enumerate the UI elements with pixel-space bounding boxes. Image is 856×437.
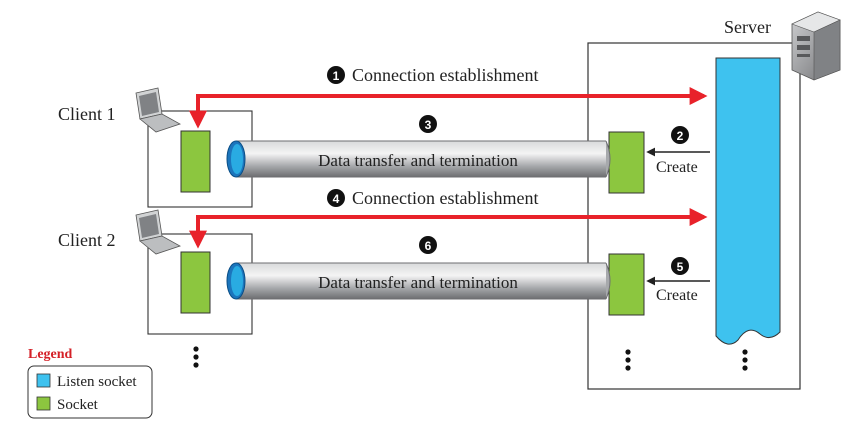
pipe-1-label: Data transfer and termination: [318, 151, 518, 170]
server-socket-1: [608, 131, 645, 194]
client-1-socket: [180, 130, 211, 193]
pipe-2-label: Data transfer and termination: [318, 273, 518, 292]
client-1-label: Client 1: [58, 104, 116, 124]
legend-title: Legend: [28, 347, 73, 362]
ellipsis-listen-socket: [742, 349, 748, 371]
legend-swatch-listen: [36, 373, 51, 388]
svg-text:1: 1: [333, 69, 340, 83]
step-2-badge: 2: [671, 126, 689, 144]
client-2-label: Client 2: [58, 230, 116, 250]
server-label: Server: [724, 17, 771, 37]
connection-arrow-1: [189, 87, 708, 129]
listen-socket: [715, 57, 781, 345]
svg-text:6: 6: [425, 239, 432, 253]
svg-text:3: 3: [425, 118, 432, 132]
svg-text:4: 4: [333, 192, 340, 206]
laptop-icon: [135, 87, 181, 133]
create-label-1: Create: [656, 159, 698, 176]
ellipsis-server-sockets: [625, 349, 631, 371]
ellipsis-clients: [193, 346, 199, 368]
step-1-label: Connection establishment: [352, 65, 538, 85]
legend-box: [27, 365, 153, 419]
client-2-socket: [180, 251, 211, 314]
step-1-badge: 1: [327, 66, 345, 84]
legend-swatch-socket: [36, 396, 51, 411]
step-6-badge: 6: [419, 236, 437, 254]
step-4-label: Connection establishment: [352, 188, 538, 208]
connection-pipe-1: [226, 140, 611, 178]
connection-arrow-2: [189, 208, 708, 249]
svg-text:5: 5: [677, 260, 684, 274]
svg-text:2: 2: [677, 129, 684, 143]
step-5-badge: 5: [671, 257, 689, 275]
legend-item-listen: Listen socket: [57, 374, 137, 390]
connection-pipe-2: [226, 262, 611, 300]
step-3-badge: 3: [419, 115, 437, 133]
server-socket-2: [608, 253, 645, 316]
legend-item-socket: Socket: [57, 397, 99, 413]
server-icon: [791, 11, 841, 81]
create-label-2: Create: [656, 287, 698, 304]
laptop-icon: [135, 209, 181, 255]
step-4-badge: 4: [327, 189, 345, 207]
